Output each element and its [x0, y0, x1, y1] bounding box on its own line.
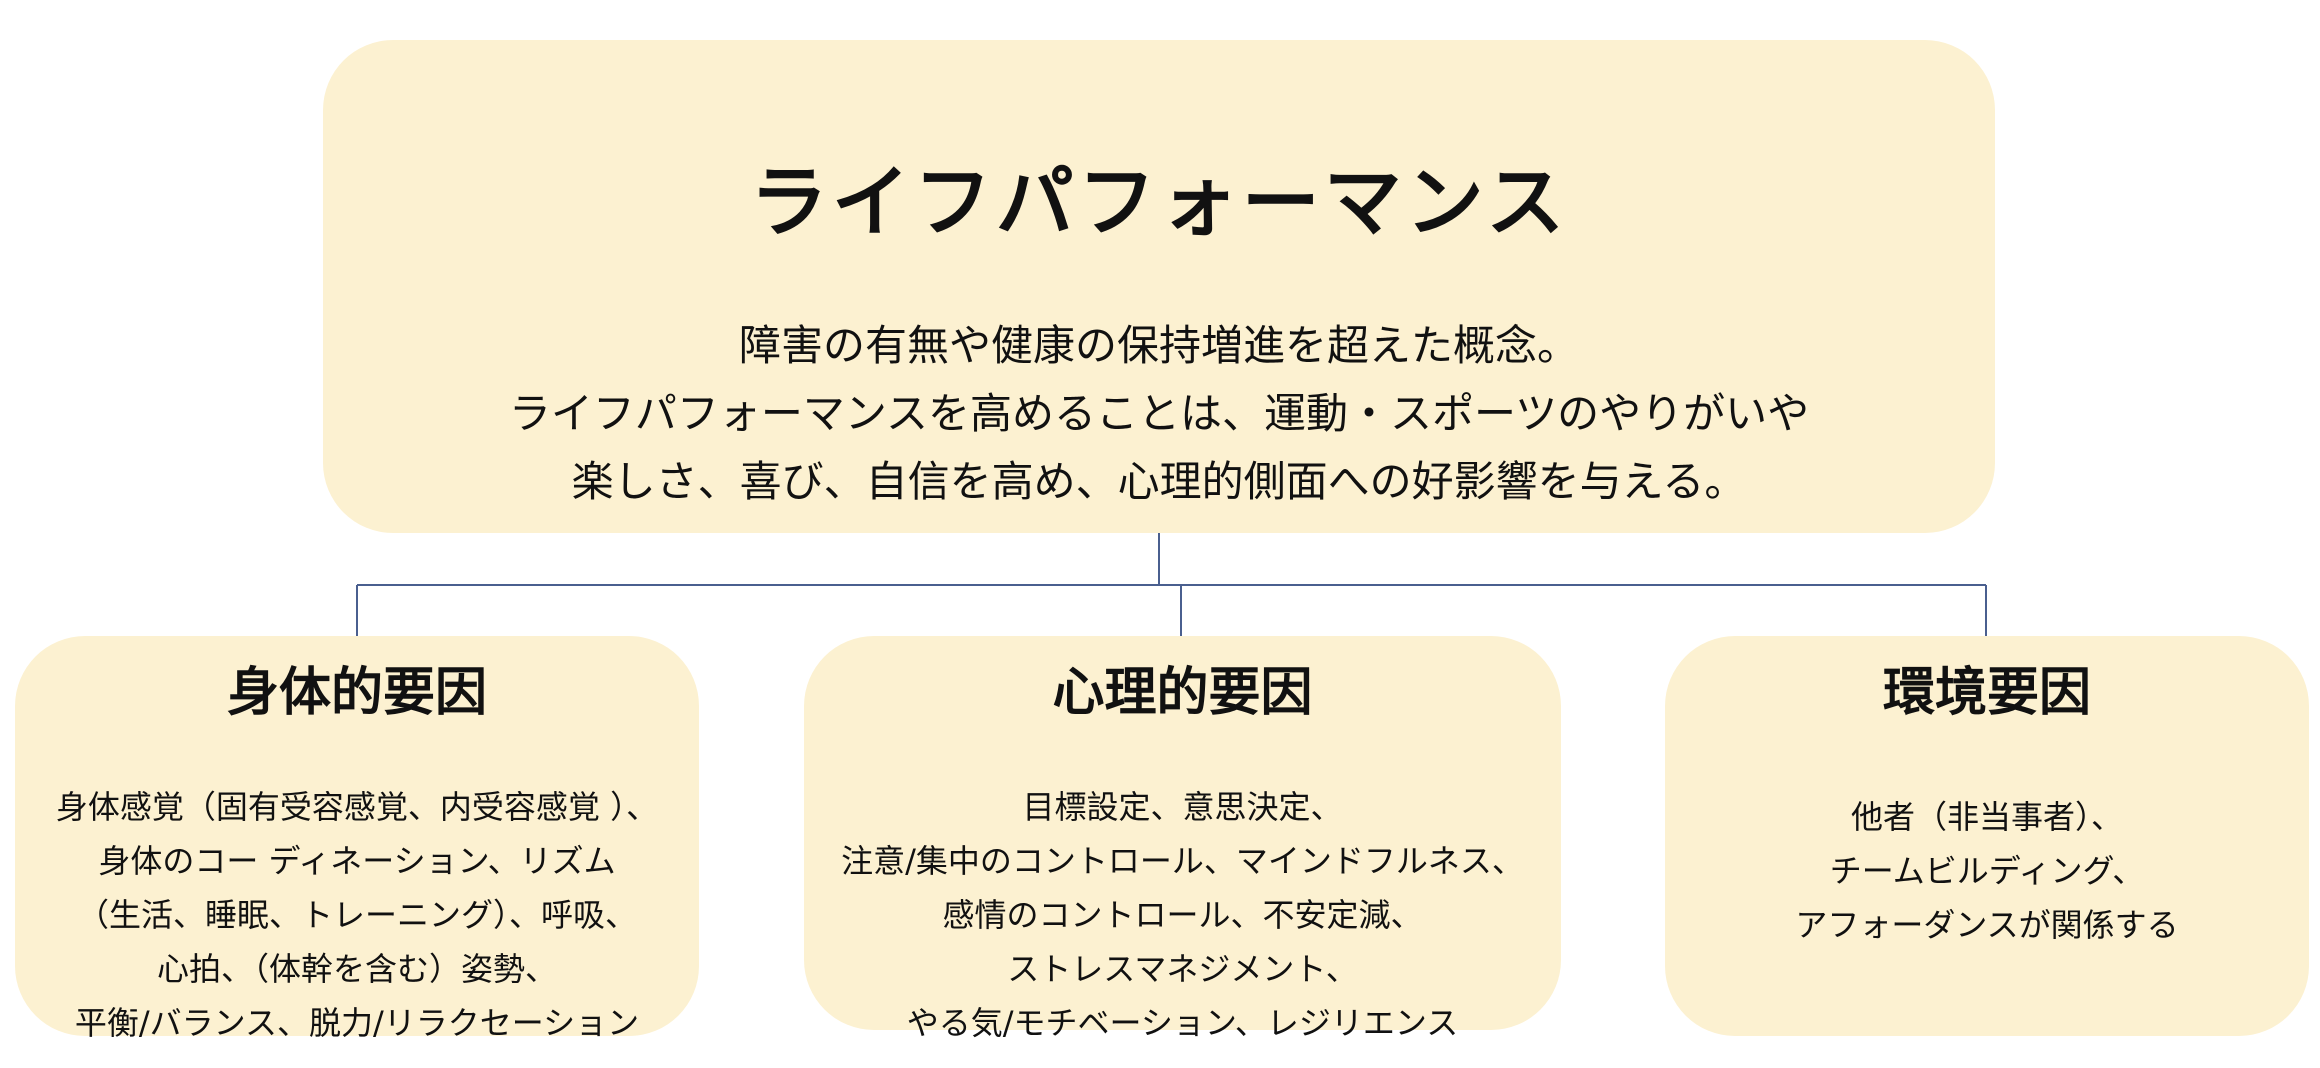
psychological-factors-title: 心理的要因 — [1052, 663, 1313, 723]
factor-line: 目標設定、意思決定、 — [1022, 788, 1343, 826]
psychological-factors-box: 心理的要因 目標設定、意思決定、 注意/集中のコントロール、マインドフルネス、 … — [804, 636, 1561, 1042]
environmental-factors-box: 環境要因 他者（非当事者）、 チームビルディング、 アフォーダンスが関係する — [1665, 636, 2309, 1036]
factor-line: 注意/集中のコントロール、マインドフルネス、 — [841, 842, 1524, 880]
factor-line: やる気/モチベーション、レジリエンス — [906, 1004, 1459, 1042]
root-description: 障害の有無や健康の保持増進を超えた概念。 ライフパフォーマンスを高めることは、運… — [323, 312, 1995, 516]
factor-line: チームビルディング、 — [1829, 852, 2145, 890]
factor-line: 身体感覚（固有受容感覚、内受容感覚 ）、 — [55, 788, 659, 826]
psychological-factors-body: 目標設定、意思決定、 注意/集中のコントロール、マインドフルネス、 感情のコント… — [804, 780, 1561, 1050]
factor-line: 感情のコントロール、不安定減、 — [942, 896, 1423, 934]
factor-line: 平衡/バランス、脱力/リラクセーション — [74, 1004, 640, 1042]
factor-line: ストレスマネジメント、 — [1007, 950, 1358, 988]
physical-factors-body: 身体感覚（固有受容感覚、内受容感覚 ）、 身体のコー ディネーション、リズム （… — [15, 780, 699, 1050]
physical-factors-title: 身体的要因 — [226, 663, 487, 723]
root-title: ライフパフォーマンス — [749, 158, 1569, 248]
factor-line: 他者（非当事者）、 — [1850, 798, 2123, 836]
environmental-factors-title: 環境要因 — [1882, 663, 2091, 723]
physical-factors-box: 身体的要因 身体感覚（固有受容感覚、内受容感覚 ）、 身体のコー ディネーション… — [15, 636, 699, 1042]
root-concept-box: ライフパフォーマンス 障害の有無や健康の保持増進を超えた概念。 ライフパフォーマ… — [323, 40, 1995, 533]
description-line: 障害の有無や健康の保持増進を超えた概念。 — [738, 321, 1579, 370]
factor-line: アフォーダンスが関係する — [1795, 906, 2179, 944]
description-line: 楽しさ、喜び、自信を高め、心理的側面への好影響を与える。 — [571, 457, 1747, 506]
factor-line: （生活、睡眠、トレーニング）、呼吸、 — [76, 896, 637, 934]
factor-line: 心拍、（体幹を含む）姿勢、 — [156, 950, 557, 988]
environmental-factors-body: 他者（非当事者）、 チームビルディング、 アフォーダンスが関係する — [1665, 790, 2309, 952]
factor-line: 身体のコー ディネーション、リズム — [98, 842, 616, 880]
description-line: ライフパフォーマンスを高めることは、運動・スポーツのやりがいや — [508, 389, 1810, 438]
